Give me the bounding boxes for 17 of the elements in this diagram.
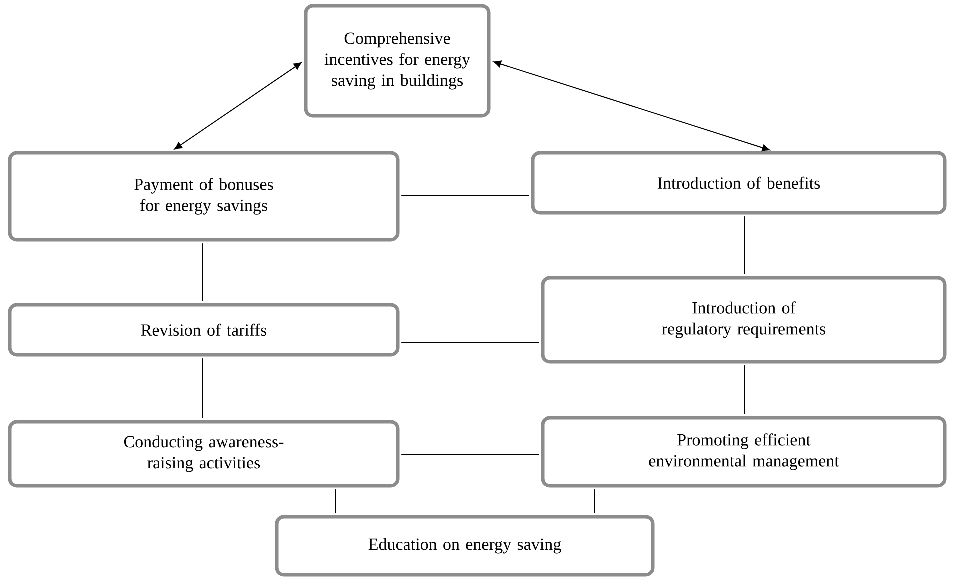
process-box: Conducting awareness-raising activities bbox=[8, 420, 400, 488]
process-box: Education on energy saving bbox=[275, 515, 655, 577]
connector bbox=[202, 358, 204, 419]
connector bbox=[744, 365, 746, 415]
process-box: Introduction of benefits bbox=[531, 151, 947, 215]
connector bbox=[594, 489, 596, 514]
process-box: Payment of bonuses for energy savings bbox=[8, 151, 400, 242]
process-box: Revision of tariffs bbox=[8, 303, 400, 357]
connector bbox=[494, 60, 770, 152]
connector bbox=[401, 342, 540, 344]
connector bbox=[401, 454, 540, 456]
process-box: Comprehensive incentives for energy saving in buildings bbox=[304, 4, 491, 118]
connector bbox=[744, 216, 746, 275]
connector bbox=[174, 62, 302, 150]
process-box: Introduction of regulatory requirements bbox=[541, 276, 947, 364]
process-box: Promoting efficient environmental management bbox=[541, 416, 947, 488]
connector bbox=[202, 243, 204, 302]
